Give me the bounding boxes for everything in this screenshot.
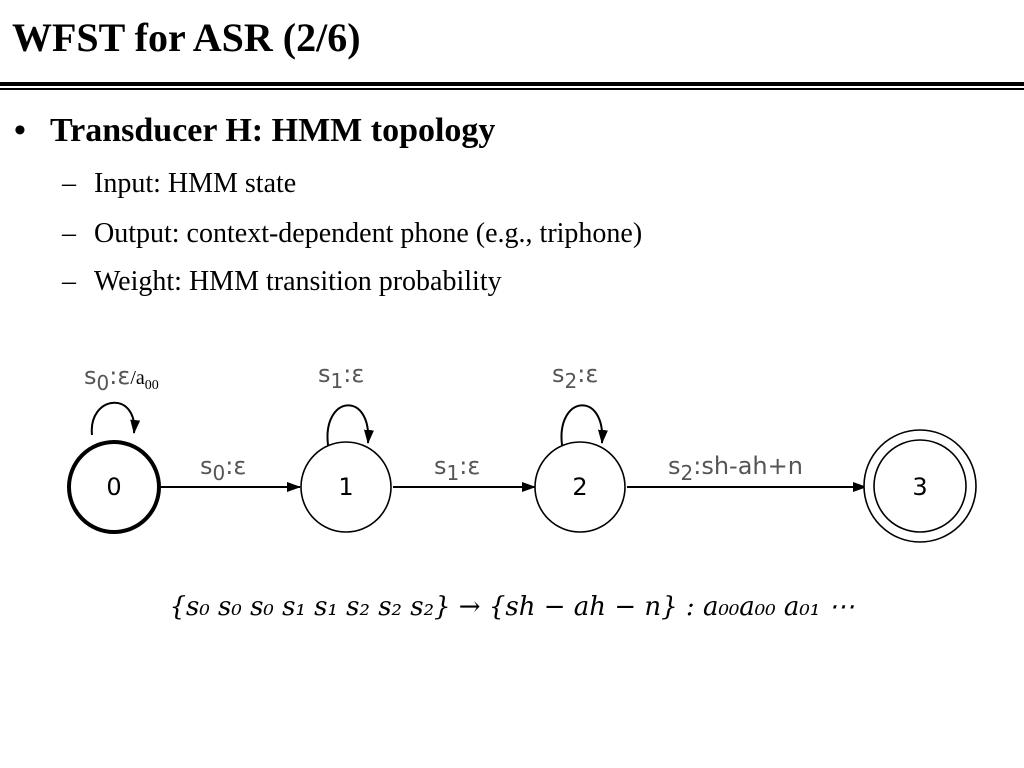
dash-icon: – (62, 218, 76, 249)
dash-icon: – (62, 168, 76, 199)
state-1 (300, 441, 392, 533)
arc-0-1-label: s0:ε (200, 452, 246, 485)
hmm-topology-diagram: 0 1 2 3 s0:ε/a00 s1:ε s2:ε s0:ε s1:ε s2:… (67, 360, 977, 543)
main-bullet: • Transducer H: HMM topology (14, 112, 495, 150)
self-loop-0-label: s0:ε/a00 (84, 362, 159, 395)
state-1-label: 1 (338, 473, 353, 501)
arc-1-2-label: s1:ε (434, 452, 480, 485)
sequence-formula: {s₀ s₀ s₀ s₁ s₁ s₂ s₂ s₂} → {sh − ah − n… (169, 592, 855, 622)
self-loop-2-label: s2:ε (552, 360, 598, 393)
self-loop-1-label: s1:ε (318, 360, 364, 393)
self-loop-2 (560, 404, 608, 446)
title-rule-thick (0, 82, 1024, 86)
dash-icon: – (62, 266, 76, 297)
main-bullet-text: Transducer H: HMM topology (50, 112, 496, 149)
self-loop-1 (326, 404, 374, 446)
state-0-label: 0 (106, 473, 121, 501)
state-3-inner (873, 439, 967, 533)
sub-bullet-weight: –Weight: HMM transition probability (62, 266, 502, 298)
state-3-label: 3 (912, 473, 927, 501)
sub-bullet-input: –Input: HMM state (62, 168, 296, 200)
title-rule-thin (0, 88, 1024, 90)
bullet-dot-icon: • (14, 112, 26, 149)
sub-bullet-text: Input: HMM state (94, 168, 297, 199)
slide-title: WFST for ASR (2/6) (12, 15, 361, 60)
sub-bullet-output: –Output: context-dependent phone (e.g., … (62, 218, 642, 250)
state-0 (67, 440, 161, 534)
arc-2-3-label: s2:sh-ah+n (668, 452, 803, 485)
self-loop-0 (90, 401, 141, 436)
sub-bullet-text: Weight: HMM transition probability (94, 266, 502, 297)
state-2-label: 2 (572, 473, 587, 501)
state-2 (534, 441, 626, 533)
sub-bullet-text: Output: context-dependent phone (e.g., t… (94, 218, 643, 249)
